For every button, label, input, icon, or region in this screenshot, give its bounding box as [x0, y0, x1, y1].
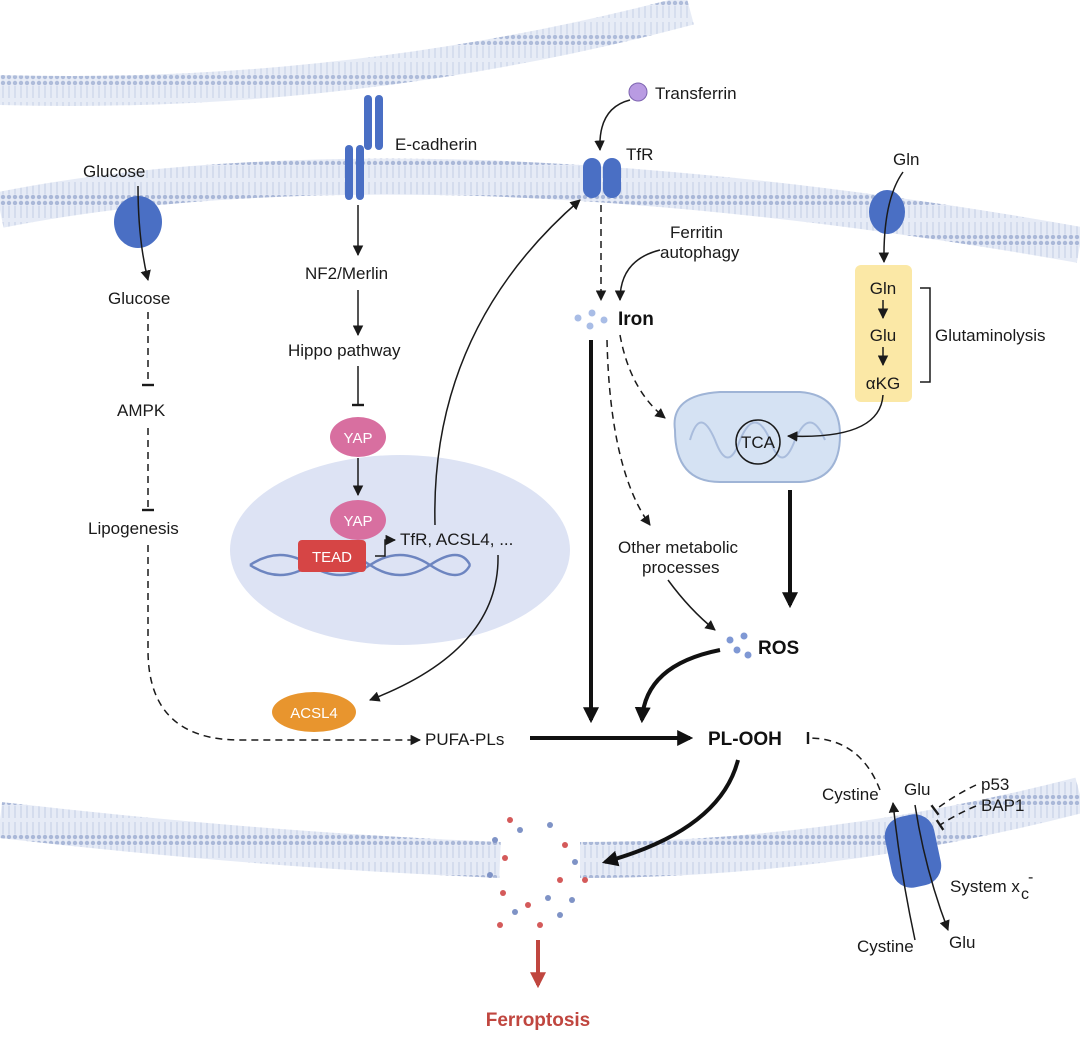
tead-box [298, 540, 366, 572]
lipogenesis-label: Lipogenesis [88, 519, 179, 538]
ruptured-membrane-lipids [487, 817, 588, 928]
yap-nuclear-label: YAP [344, 513, 373, 530]
plooh-label: PL-OOH [708, 729, 782, 750]
transferrin-label: Transferrin [655, 84, 737, 103]
ferritin-label-2: autophagy [660, 243, 740, 262]
transferrin-binding-arrow [594, 99, 631, 152]
ros-plooh-arrow [634, 648, 721, 724]
bap1-systemxc-inhibit [935, 805, 977, 831]
iron-mito-arrow [619, 334, 666, 419]
glucose-transporter [114, 196, 162, 248]
other-processes-label-2: processes [642, 558, 719, 577]
nucleus [230, 455, 570, 645]
yap-cytoplasm-label: YAP [344, 430, 373, 447]
plasma-membrane-bottom-left [0, 802, 501, 878]
outer-membrane [0, 0, 694, 106]
transcription-arrow [375, 534, 397, 557]
lipogenesis-pufa-arrow [147, 545, 422, 746]
tfr-receptor [583, 158, 621, 198]
system-xc-label: System x [950, 877, 1020, 896]
tca-label: TCA [741, 433, 776, 452]
system-xc-transporter [884, 814, 942, 888]
iron-particles-icon [574, 309, 608, 330]
glucose-inside-label: Glucose [108, 289, 170, 308]
glu-outside-label: Glu [949, 933, 975, 952]
ferritin-iron-arrow [614, 249, 661, 302]
cystine-plooh-inhibit [806, 731, 881, 791]
glu-export-arrow [914, 804, 950, 931]
other-ros-arrow [667, 579, 716, 631]
glu-inside-label: Glu [904, 780, 930, 799]
plasma-membrane-top [0, 158, 1080, 263]
ferritin-label-1: Ferritin [670, 223, 723, 242]
cystine-import-arrow [888, 801, 916, 941]
other-processes-label-1: Other metabolic [618, 538, 738, 557]
glu-box-label: Glu [870, 326, 896, 345]
acsl4-node-label: ACSL4 [290, 705, 338, 722]
cystine-inside-label: Cystine [857, 937, 914, 956]
bap1-label: BAP1 [981, 796, 1024, 815]
dna-helix [249, 553, 472, 577]
tead-label: TEAD [312, 549, 352, 566]
glucose-outside-label: Glucose [83, 162, 145, 181]
yap-nuclear [330, 500, 386, 540]
plooh-membrane-arrow [601, 759, 740, 867]
iron-label: Iron [618, 309, 654, 330]
e-cadherin-label: E-cadherin [395, 135, 477, 154]
glutaminolysis-bracket [920, 287, 931, 383]
plasma-membrane-bottom-right [579, 777, 1080, 878]
gln-import-arrow [878, 171, 904, 264]
tfr-label: TfR [626, 145, 653, 164]
hippo-label: Hippo pathway [288, 341, 401, 360]
target-genes-label: TfR, ACSL4, ... [400, 530, 513, 549]
e-cadherin-protein [345, 95, 383, 200]
transferrin-icon [628, 82, 648, 102]
glutaminolysis-box [855, 265, 912, 402]
nf2-label: NF2/Merlin [305, 264, 388, 283]
glutaminolysis-label: Glutaminolysis [935, 326, 1046, 345]
gln-outside-label: Gln [893, 150, 919, 169]
iron-other-arrow [606, 339, 651, 526]
pufa-label: PUFA-PLs [425, 730, 504, 749]
mitochondrion [673, 391, 842, 483]
glucose-import-arrow [137, 185, 151, 282]
ros-label: ROS [758, 638, 799, 659]
ampk-label: AMPK [117, 401, 166, 420]
gln-box-label: Gln [870, 279, 896, 298]
akg-tca-arrow [786, 394, 884, 442]
acsl4-node [272, 692, 356, 732]
ros-particles-icon [726, 632, 752, 659]
p53-systemxc-inhibit [930, 784, 977, 816]
yap-cytoplasm [330, 417, 386, 457]
tfr-upregulation-arrow [434, 199, 581, 526]
system-xc-subscript: c [1021, 886, 1029, 903]
akg-box-label: αKG [866, 374, 900, 393]
ferroptosis-label: Ferroptosis [486, 1010, 591, 1031]
acsl4-upregulation-arrow [369, 554, 499, 702]
cystine-outside-label: Cystine [822, 785, 879, 804]
system-xc-superscript: - [1028, 869, 1033, 886]
p53-label: p53 [981, 775, 1009, 794]
